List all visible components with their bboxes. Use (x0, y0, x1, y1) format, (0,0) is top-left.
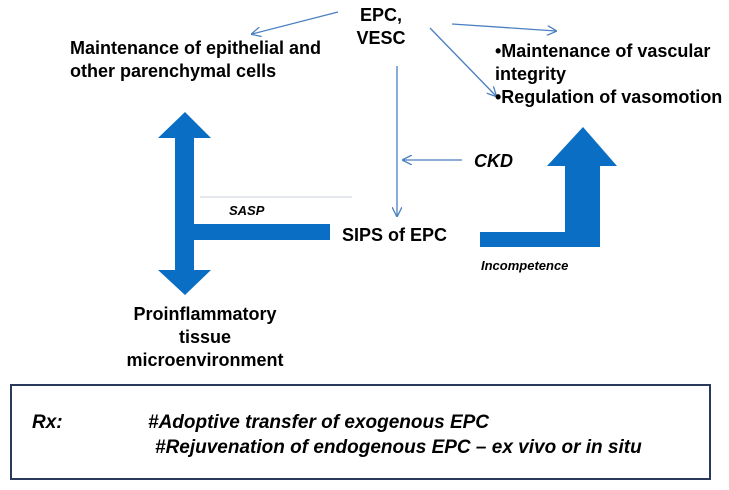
rx-label: Rx: (32, 412, 63, 433)
source-node: EPC, VESC (350, 4, 412, 50)
arrow-epc-to-left-outcome (252, 11, 339, 34)
right-outcome-line3: •Regulation of vasomotion (495, 87, 723, 107)
rx-box (10, 384, 711, 480)
rx-item-rejuvenation: #Rejuvenation of endogenous EPC – ex viv… (155, 437, 642, 458)
incompetence-arrow (480, 127, 617, 247)
left-outcome-line1: Maintenance of epithelial and (70, 38, 322, 58)
ckd-label: CKD (474, 151, 513, 171)
right-outcome-line1: •Maintenance of vascular (495, 41, 711, 61)
proinflammatory-line1: Proinflammatory (133, 304, 277, 324)
source-line1: EPC, (359, 5, 402, 25)
left-outcome: Maintenance of epithelial and other pare… (70, 37, 321, 83)
left-outcome-line2: other parenchymal cells (70, 61, 277, 81)
proinflammatory-node: Proinflammatory tissue microenvironment (115, 303, 295, 372)
incompetence-label: Incompetence (481, 258, 569, 273)
proinflammatory-line2: tissue (178, 327, 232, 347)
arrow-epc-to-right-outcome (451, 23, 556, 31)
right-outcome-line2: integrity (495, 64, 567, 84)
rx-item-adoptive-transfer: #Adoptive transfer of exogenous EPC (148, 412, 490, 433)
sasp-double-arrow (158, 112, 330, 295)
sips-label: SIPS of EPC (342, 225, 448, 245)
source-line2: VESC (356, 28, 406, 48)
proinflammatory-line3: microenvironment (126, 350, 284, 370)
arrow-epc-to-vasomotion (429, 27, 496, 96)
right-outcome: •Maintenance of vascular integrity •Regu… (495, 40, 722, 109)
sasp-label: SASP (229, 203, 265, 218)
